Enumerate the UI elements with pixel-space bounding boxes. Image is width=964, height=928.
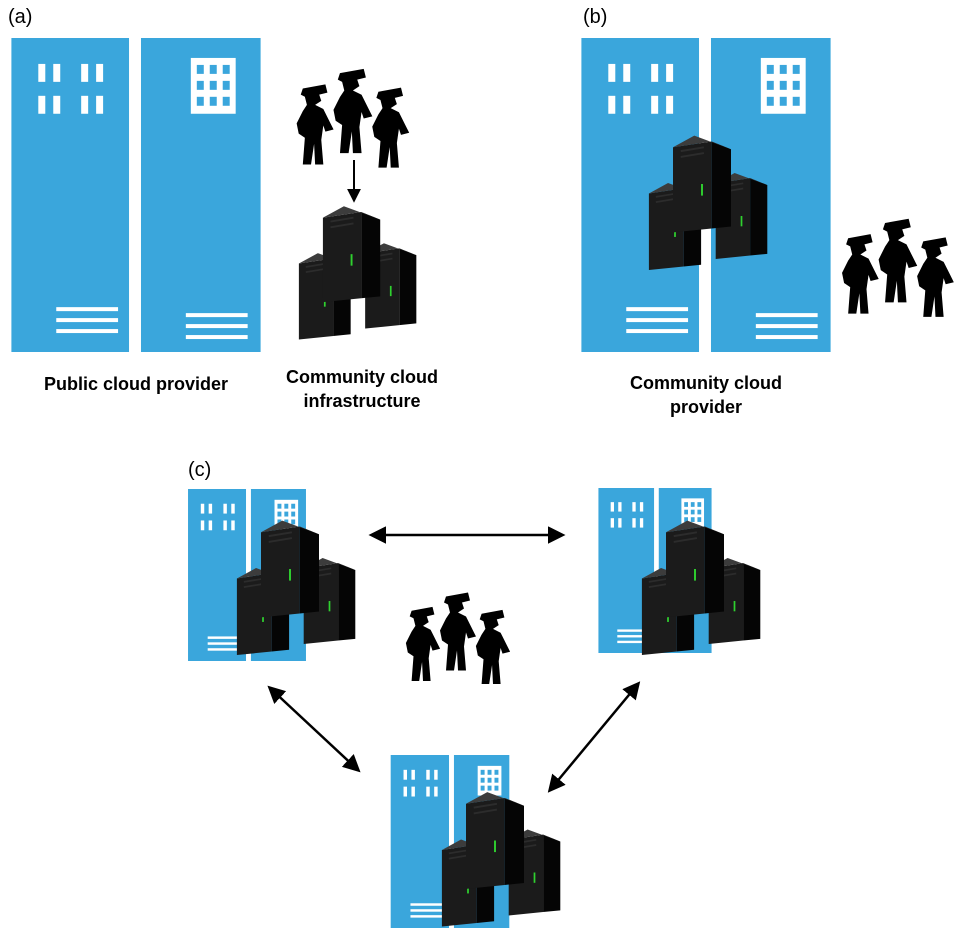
panel-label-c: (c) <box>188 459 212 481</box>
people-group-icon <box>297 69 410 168</box>
caption-public-cloud-provider: Public cloud provider <box>43 374 229 394</box>
datacenter-building-icon <box>11 38 261 352</box>
arrow-link-right <box>547 681 641 793</box>
panel-label-b: (b) <box>583 6 608 28</box>
panel-c <box>188 488 760 928</box>
server-stack-icon <box>299 206 416 339</box>
arrow-link-left <box>267 685 361 773</box>
caption-community-cloud-provider: Community cloud provider <box>616 371 796 419</box>
caption-community-cloud-infrastructure: Community cloud infrastructure <box>272 365 452 413</box>
caption-line: infrastructure <box>303 391 421 411</box>
panel-a <box>11 38 416 352</box>
panel-label-a: (a) <box>8 6 33 28</box>
people-group-icon <box>406 593 510 685</box>
panel-b <box>581 38 953 352</box>
caption-line: Community cloud <box>630 373 782 393</box>
people-group-icon <box>842 219 954 317</box>
caption-line: provider <box>669 397 743 417</box>
caption-line: Community cloud <box>286 367 438 387</box>
